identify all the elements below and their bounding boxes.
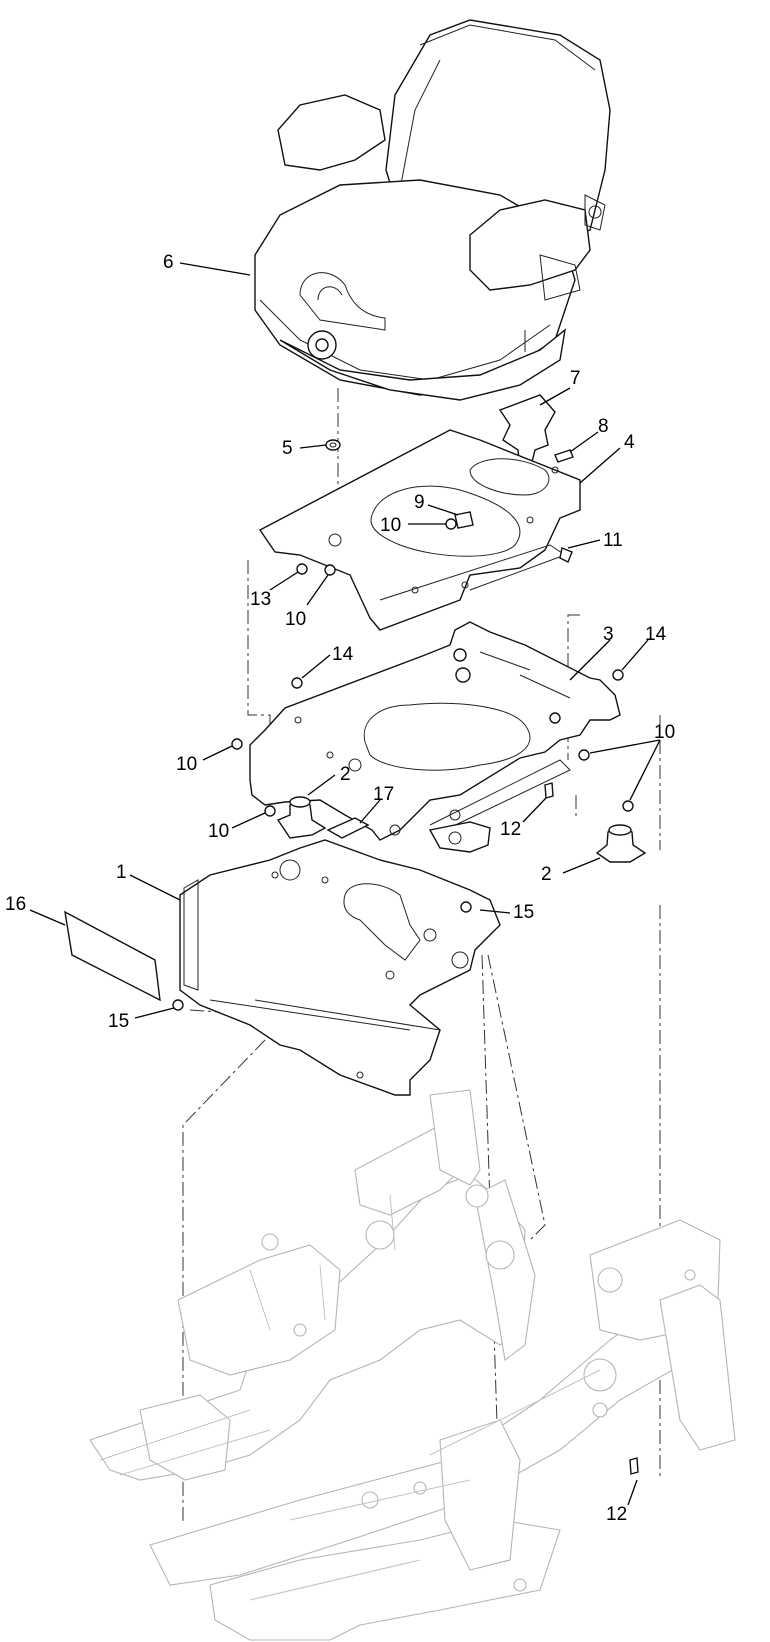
callout-8: 8 <box>598 416 609 437</box>
callout-10: 10 <box>654 722 675 743</box>
decal-part-16 <box>64 910 161 1002</box>
seat-assembly <box>254 19 611 401</box>
callout-2: 2 <box>541 864 552 885</box>
callout-15: 15 <box>513 902 534 923</box>
callout-13: 13 <box>250 589 271 610</box>
callout-12: 12 <box>500 819 521 840</box>
fasteners <box>172 439 639 1475</box>
callout-14: 14 <box>645 624 667 645</box>
callout-10: 10 <box>380 515 401 536</box>
callout-9: 9 <box>414 492 425 513</box>
callout-5: 5 <box>282 438 293 459</box>
callout-7: 7 <box>570 368 581 389</box>
tractor-frame <box>89 1089 736 1641</box>
callout-labels: 6 7 5 8 4 9 10 11 13 10 3 14 14 10 10 2 … <box>5 252 675 1525</box>
seat-plate-part-4 <box>258 429 581 631</box>
mount-plate-part-3 <box>249 621 621 841</box>
callout-3: 3 <box>603 624 614 645</box>
callout-6: 6 <box>163 252 174 273</box>
isolator-part-2-right <box>595 824 647 863</box>
callout-10: 10 <box>208 821 229 842</box>
callout-leaders <box>29 262 661 1506</box>
callout-11: 11 <box>603 530 623 551</box>
callout-17: 17 <box>373 784 394 805</box>
callout-12: 12 <box>606 1504 627 1525</box>
callout-16: 16 <box>5 894 26 915</box>
isolator-part-2-left <box>276 796 327 839</box>
callout-4: 4 <box>624 432 635 453</box>
seat-support-pan-part-1 <box>179 839 501 1096</box>
bracket-part-7 <box>498 394 556 471</box>
callout-1: 1 <box>116 862 127 883</box>
decal-part-17 <box>326 817 370 839</box>
mount-plate-isolators <box>428 821 491 853</box>
callout-2: 2 <box>340 764 351 785</box>
callout-15: 15 <box>108 1011 129 1032</box>
callout-10: 10 <box>285 609 306 630</box>
callout-10: 10 <box>176 754 197 775</box>
callout-14: 14 <box>332 644 354 665</box>
